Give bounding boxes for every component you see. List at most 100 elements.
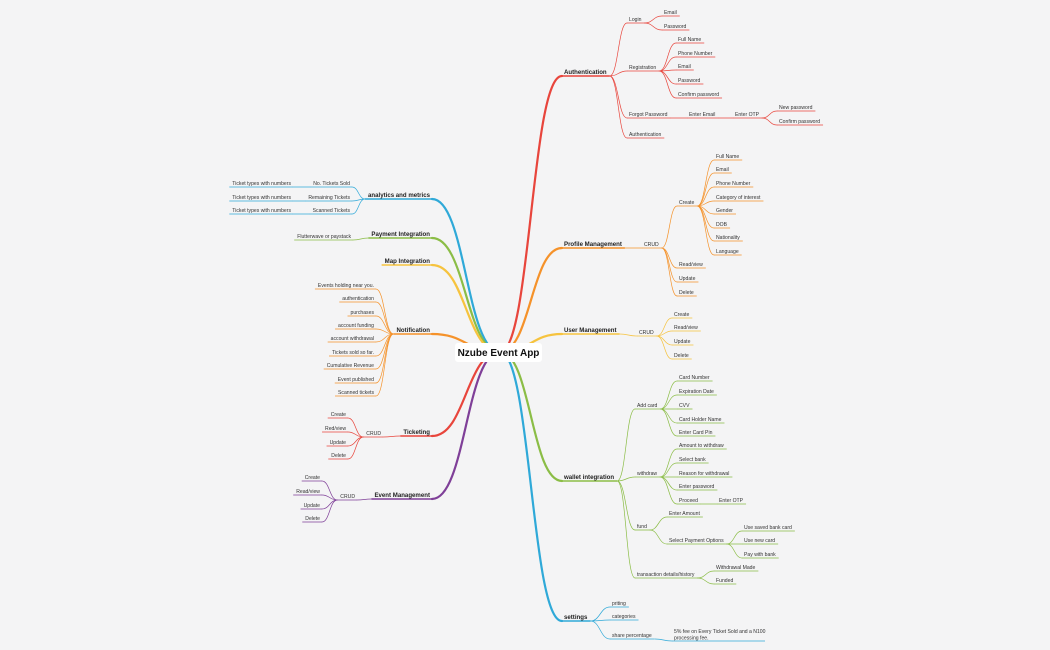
branch-profile-management[interactable]: Profile Management (562, 241, 625, 249)
connector (661, 247, 678, 283)
node-history-item[interactable]: Funded (714, 578, 737, 585)
node-payment-option[interactable]: Pay with bank (742, 552, 779, 559)
node-withdraw-step[interactable]: Enter password (677, 484, 718, 491)
node-notification-item[interactable]: Tickets sold so far. (329, 350, 376, 357)
node-profile-field[interactable]: Phone Number (714, 181, 754, 188)
node-withdraw[interactable]: withdraw (635, 471, 661, 478)
node-event-op[interactable]: Read/view (293, 489, 322, 496)
node-event-op[interactable]: Update (300, 503, 322, 510)
branch-ticketing[interactable]: Ticketing (400, 429, 432, 437)
node-user-op[interactable]: Create (672, 312, 693, 319)
node-authentication-leaf[interactable]: Authentication (627, 132, 665, 139)
node-user-op[interactable]: Update (672, 339, 694, 346)
node-registration-item[interactable]: Full Name (676, 37, 705, 44)
node-withdraw-step[interactable]: Reason for withdrawal (677, 471, 733, 478)
node-metric-detail[interactable]: Ticket types with numbers (229, 195, 293, 202)
branch-analytics[interactable]: analytics and metrics (365, 192, 432, 200)
node-user-op[interactable]: Read/view (672, 325, 701, 332)
node-otp-item[interactable]: Confirm password (777, 119, 824, 126)
node-proceed[interactable]: Proceed (677, 498, 701, 505)
node-metric[interactable]: Scanned Tickets (309, 208, 352, 215)
node-notification-item[interactable]: purchases (347, 310, 376, 317)
node-notification-item[interactable]: account withdrawal (327, 336, 376, 343)
branch-notification[interactable]: Notification (393, 327, 432, 335)
node-event-op[interactable]: Delete (302, 516, 322, 523)
node-metric-detail[interactable]: Ticket types with numbers (229, 181, 293, 188)
branch-authentication[interactable]: Authentication (562, 69, 610, 77)
node-notification-item[interactable]: account funding (335, 323, 376, 330)
node-ticketing-op[interactable]: Update (326, 440, 348, 447)
node-registration-item[interactable]: Phone Number (676, 51, 716, 58)
node-card-field[interactable]: CVV (677, 403, 693, 410)
node-crud[interactable]: CRUD (637, 330, 657, 337)
node-login[interactable]: Login (627, 17, 645, 24)
node-withdraw-step[interactable]: Amount to withdraw (677, 443, 727, 450)
node-add-card[interactable]: Add card (635, 403, 661, 410)
node-card-field[interactable]: Card Number (677, 375, 713, 382)
node-notification-item[interactable]: Cumulative Revenue (323, 363, 376, 370)
node-profile-field[interactable]: Language (714, 249, 742, 256)
node-notification-item[interactable]: authentication (339, 296, 376, 303)
branch-payment-integration[interactable]: Payment Integration (368, 231, 432, 239)
node-enter-email[interactable]: Enter Email (687, 112, 719, 119)
node-withdraw-step[interactable]: Select bank (677, 457, 709, 464)
node-crud[interactable]: CRUD (337, 494, 357, 501)
node-setting[interactable]: priting (610, 601, 629, 608)
node-otp-item[interactable]: New password (777, 105, 816, 112)
node-setting[interactable]: share percentage (610, 633, 655, 640)
node-profile-field[interactable]: Email (714, 167, 732, 174)
node-login-item[interactable]: Email (662, 10, 680, 17)
node-card-field[interactable]: Expiration Date (677, 389, 717, 396)
node-profile-op[interactable]: Read/view (677, 262, 706, 269)
node-create[interactable]: Create (677, 200, 698, 207)
branch-event-management[interactable]: Event Management (371, 492, 432, 500)
node-enter-otp[interactable]: Enter OTP (733, 112, 763, 119)
node-metric[interactable]: No. Tickets Sold (310, 181, 352, 188)
node-card-field[interactable]: Enter Card Pin (677, 430, 716, 437)
node-payment-options[interactable]: Select Payment Options (667, 538, 727, 545)
node-profile-field[interactable]: Gender (714, 208, 736, 215)
node-notification-item[interactable]: Events holding near you. (314, 283, 376, 290)
node-forgot-password[interactable]: Forgot Password (627, 112, 671, 119)
node-registration-item[interactable]: Email (676, 64, 694, 71)
node-profile-field[interactable]: Full Name (714, 154, 743, 161)
node-crud[interactable]: CRUD (642, 242, 662, 249)
node-enter-amount[interactable]: Enter Amount (667, 511, 703, 518)
node-label: Phone Number (678, 51, 713, 57)
node-ticketing-op[interactable]: Create (327, 412, 348, 419)
node-metric[interactable]: Remaining Tickets (305, 195, 352, 202)
node-profile-field[interactable]: Category of interest (714, 195, 764, 202)
branch-map-integration[interactable]: Map Integration (381, 258, 432, 266)
node-notification-item[interactable]: Scanned tickets (335, 390, 376, 397)
node-profile-op[interactable]: Delete (677, 290, 697, 297)
node-user-op[interactable]: Delete (672, 353, 692, 360)
node-metric-detail[interactable]: Ticket types with numbers (229, 208, 293, 215)
node-fund[interactable]: fund (635, 524, 650, 531)
node-label: Read/view (679, 262, 703, 268)
connector (654, 638, 673, 642)
node-profile-field[interactable]: Nationality (714, 235, 743, 242)
node-history-item[interactable]: Withdrawal Made (714, 565, 759, 572)
node-payment-option[interactable]: Use new card (742, 538, 779, 545)
node-event-op[interactable]: Create (301, 475, 322, 482)
node-profile-field[interactable]: DOB (714, 222, 731, 229)
node-transaction-history[interactable]: transaction details/history (635, 572, 698, 579)
branch-settings[interactable]: settings (562, 614, 591, 622)
node-registration-item[interactable]: Confirm password (676, 92, 723, 99)
node-enter-otp[interactable]: Enter OTP (717, 498, 747, 505)
node-payment-option[interactable]: Use saved bank card (742, 525, 795, 532)
node-profile-op[interactable]: Update (677, 276, 699, 283)
node-ticketing-op[interactable]: Delete (328, 453, 348, 460)
node-registration[interactable]: Registration (627, 65, 660, 72)
node-notification-item[interactable]: Event published (334, 377, 376, 384)
node-login-item[interactable]: Password (662, 24, 690, 31)
node-card-field[interactable]: Card Holder Name (677, 417, 725, 424)
node-crud[interactable]: CRUD (363, 431, 383, 438)
node-ticketing-op[interactable]: Red/view (322, 426, 348, 433)
branch-wallet-integration[interactable]: wallet integration (562, 474, 618, 482)
root-node[interactable]: Nzube Event App (455, 343, 542, 362)
node-payment-provider[interactable]: Flutterwave or paystack (294, 234, 353, 241)
node-registration-item[interactable]: Password (676, 78, 704, 85)
node-setting[interactable]: categories (610, 614, 639, 621)
branch-user-management[interactable]: User Management (562, 327, 620, 335)
